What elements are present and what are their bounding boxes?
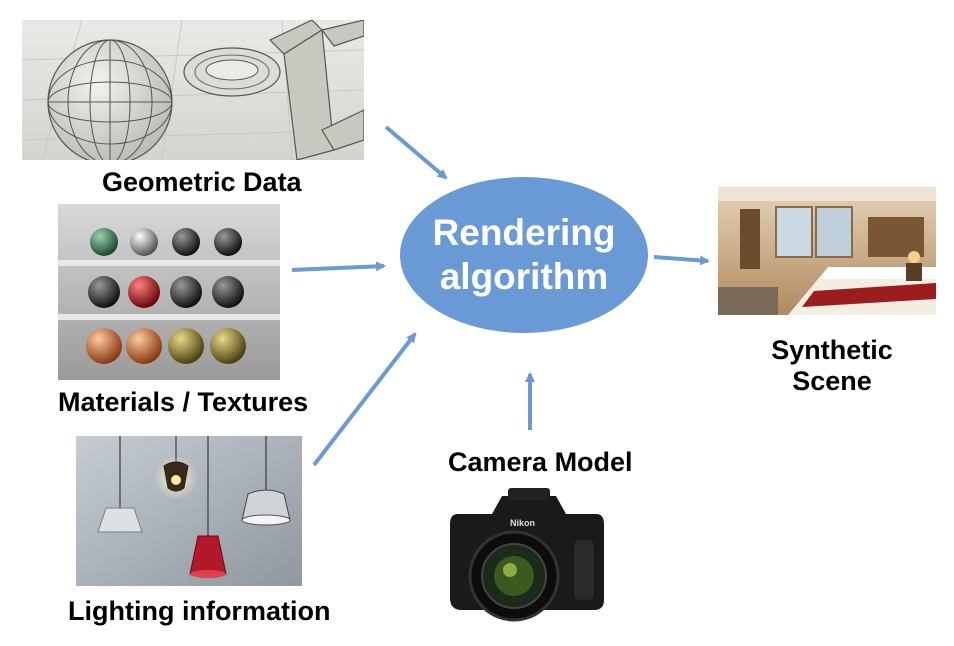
synthetic-scene-line1: Synthetic (771, 335, 893, 365)
rendering-algorithm-line1: Rendering (432, 212, 616, 254)
geometric-data-label: Geometric Data (102, 167, 302, 197)
synthetic-scene-image (718, 187, 936, 315)
lighting-information-label: Lighting information (68, 596, 331, 626)
rendering-algorithm-label: Rendering algorithm (398, 180, 650, 330)
materials-textures-label: Materials / Textures (58, 387, 309, 417)
geometric-data-image (22, 20, 364, 160)
arrow-geometric-to-rendering (384, 125, 448, 180)
svg-text:Nikon: Nikon (510, 518, 535, 528)
synthetic-scene-label: Synthetic Scene (748, 335, 916, 397)
camera-model-label: Camera Model (448, 447, 633, 477)
arrow-lighting-to-rendering (312, 332, 417, 467)
rendering-algorithm-line2: algorithm (439, 256, 609, 297)
materials-textures-image (58, 204, 280, 380)
rendering-algorithm-node (400, 177, 648, 333)
arrow-rendering-to-scene (653, 255, 710, 266)
lighting-information-image (76, 436, 302, 586)
arrow-materials-to-rendering (291, 261, 386, 272)
synthetic-scene-line2: Scene (792, 366, 872, 397)
camera-model-image: Nikon (428, 480, 608, 626)
